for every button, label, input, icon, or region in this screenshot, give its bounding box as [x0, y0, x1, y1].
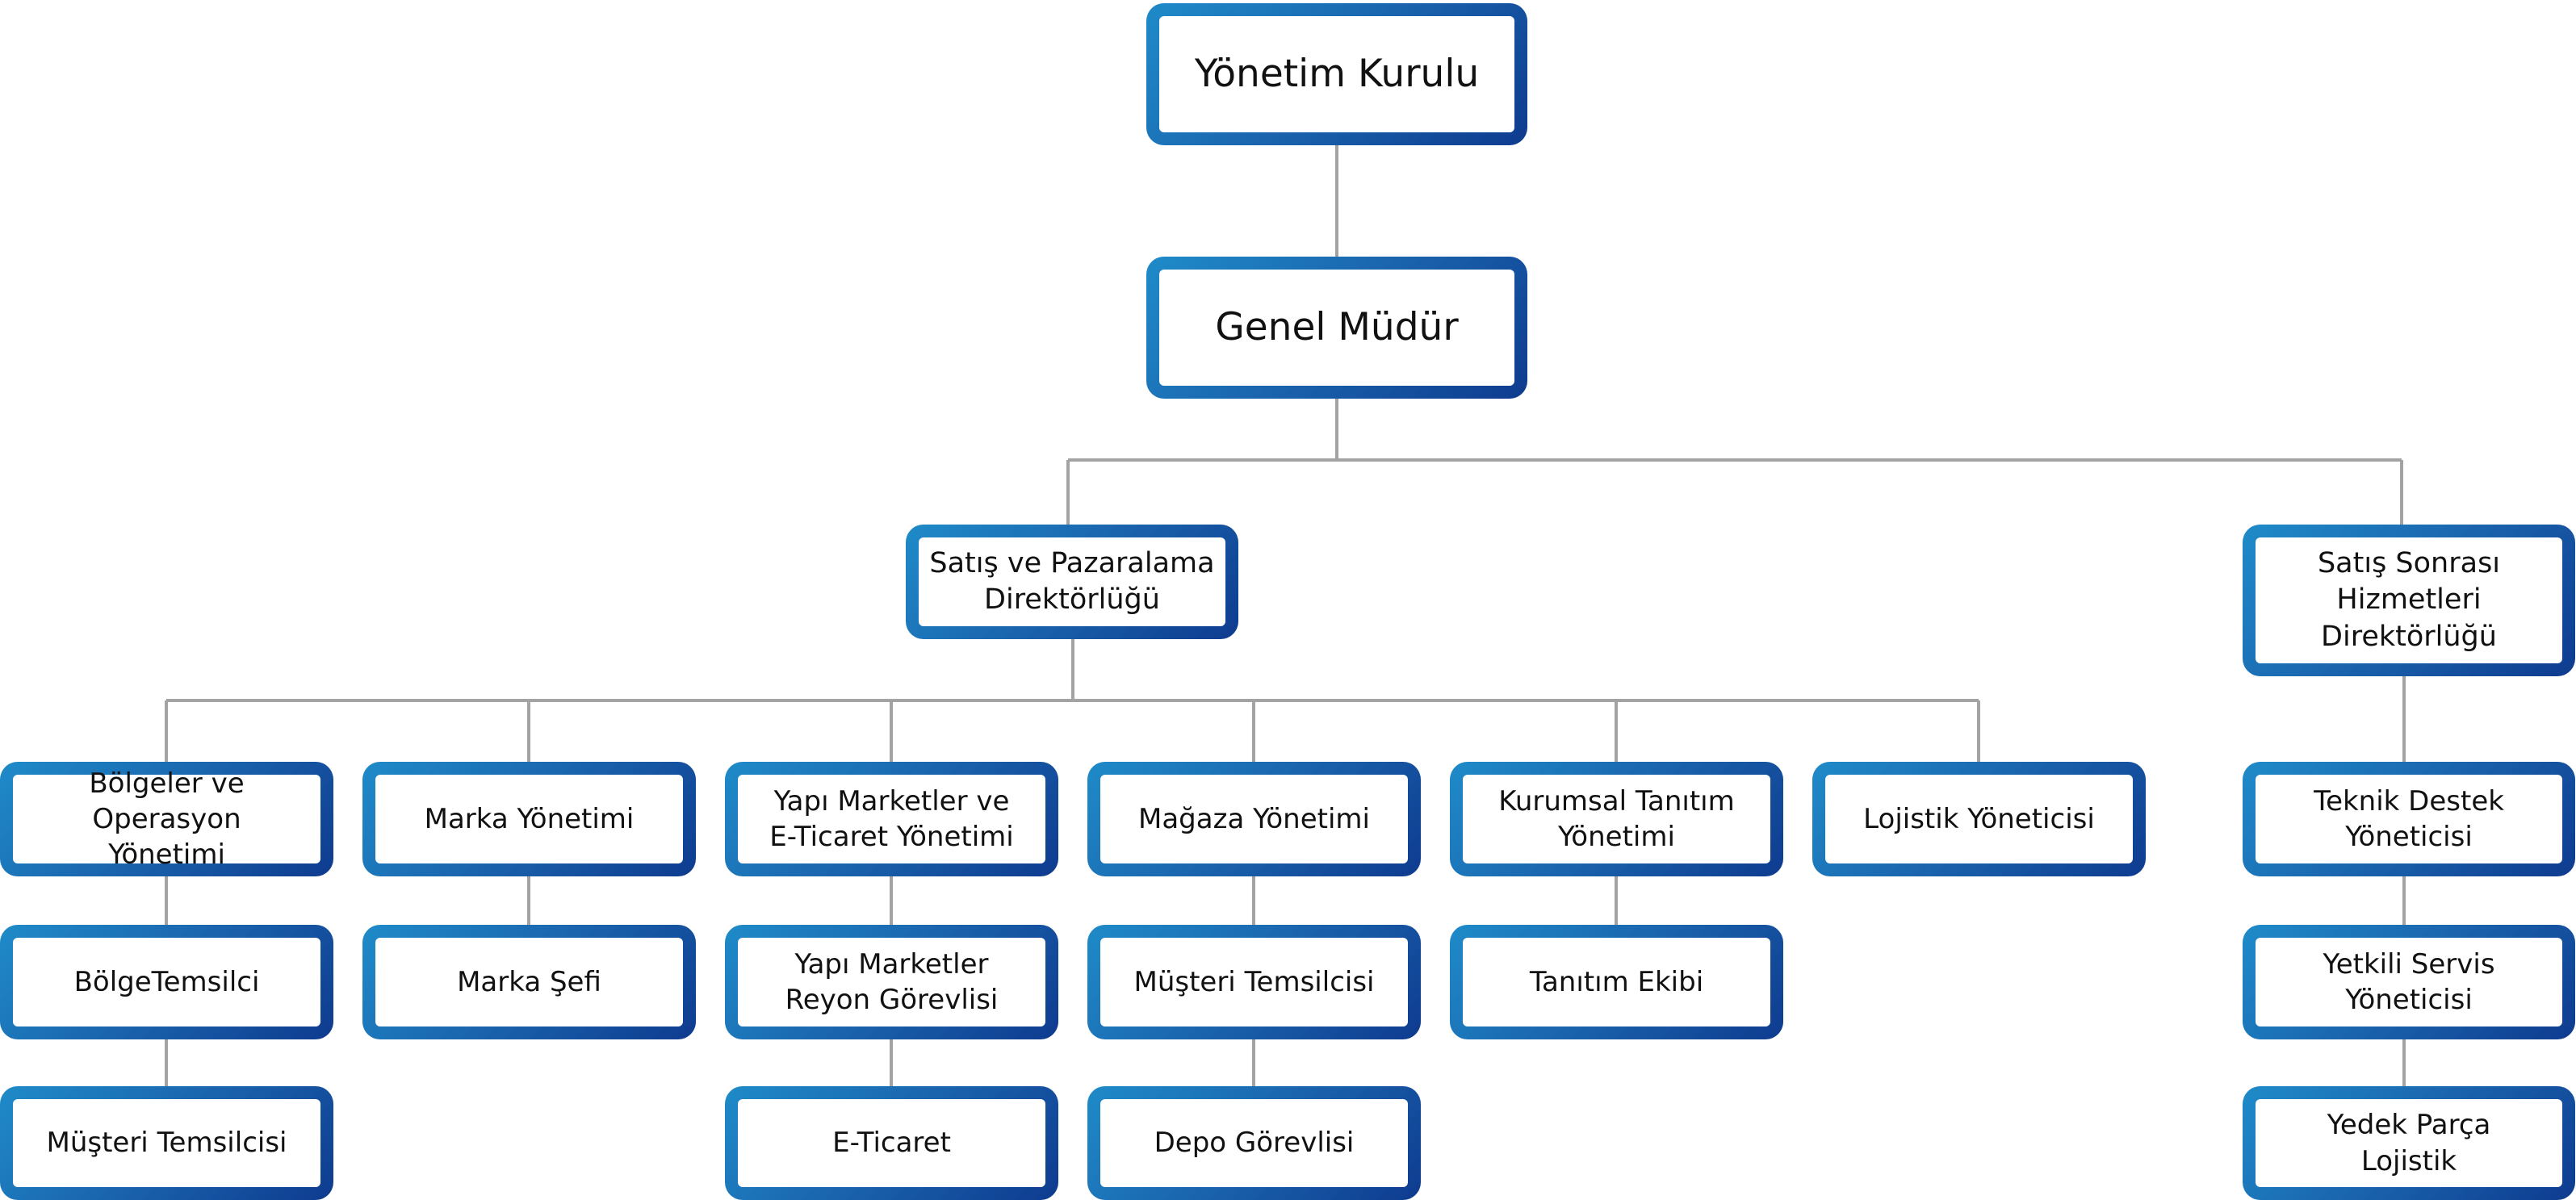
- customer-representative-node: Müşteri Temsilcisi: [0, 1086, 333, 1200]
- node-label: E-Ticaret: [832, 1127, 951, 1160]
- warehouse-staff-node: Depo Görevlisi: [1087, 1086, 1421, 1200]
- sales-marketing-director-node: Satış ve Pazaralama Direktörlüğü: [906, 525, 1238, 639]
- node-label: Lojistik Yöneticisi: [1863, 802, 2095, 835]
- node-label: Teknik Destek Yöneticisi: [2314, 784, 2504, 853]
- ecommerce-node: E-Ticaret: [725, 1086, 1058, 1200]
- board-node: Yönetim Kurulu: [1146, 3, 1527, 145]
- node-label: Yapı Marketler ve E-Ticaret Yönetimi: [769, 784, 1014, 853]
- node-label: Bölgeler ve Operasyon Yönetimi: [89, 767, 245, 872]
- node-label: Depo Görevlisi: [1154, 1127, 1355, 1160]
- node-label: Mağaza Yönetimi: [1138, 802, 1370, 835]
- node-label: BölgeTemsilci: [73, 965, 260, 998]
- hardware-stores-ecommerce-node: Yapı Marketler ve E-Ticaret Yönetimi: [725, 762, 1058, 876]
- regions-operations-node: Bölgeler ve Operasyon Yönetimi: [0, 762, 333, 876]
- node-label: Yedek Parça Lojistik: [2327, 1109, 2491, 1177]
- node-label: Yapı Marketler Reyon Görevlisi: [785, 947, 999, 1016]
- authorized-service-node: Yetkili Servis Yöneticisi: [2243, 925, 2575, 1039]
- node-label: Satış ve Pazaralama Direktörlüğü: [929, 546, 1215, 617]
- technical-support-node: Teknik Destek Yöneticisi: [2243, 762, 2575, 876]
- node-label: Yönetim Kurulu: [1194, 52, 1480, 97]
- corporate-promotion-node: Kurumsal Tanıtım Yönetimi: [1450, 762, 1783, 876]
- store-management-node: Mağaza Yönetimi: [1087, 762, 1421, 876]
- node-label: Yetkili Servis Yöneticisi: [2323, 947, 2495, 1016]
- node-label: Satış Sonrası Hizmetleri Direktörlüğü: [2317, 546, 2501, 653]
- node-label: Marka Şefi: [457, 965, 601, 998]
- node-label: Genel Müdür: [1215, 305, 1459, 350]
- region-representative-node: BölgeTemsilci: [0, 925, 333, 1039]
- spare-parts-logistics-node: Yedek Parça Lojistik: [2243, 1086, 2575, 1200]
- node-label: Marka Yönetimi: [424, 802, 635, 835]
- promotion-team-node: Tanıtım Ekibi: [1450, 925, 1783, 1039]
- node-label: Müşteri Temsilcisi: [46, 1127, 287, 1160]
- hardware-store-aisle-staff-node: Yapı Marketler Reyon Görevlisi: [725, 925, 1058, 1039]
- customer-representative-node: Müşteri Temsilcisi: [1087, 925, 1421, 1039]
- brand-management-node: Marka Yönetimi: [362, 762, 696, 876]
- after-sales-director-node: Satış Sonrası Hizmetleri Direktörlüğü: [2243, 525, 2575, 676]
- node-label: Müşteri Temsilcisi: [1133, 965, 1375, 998]
- logistics-manager-node: Lojistik Yöneticisi: [1812, 762, 2146, 876]
- node-label: Tanıtım Ekibi: [1529, 965, 1704, 998]
- general-manager-node: Genel Müdür: [1146, 257, 1527, 399]
- node-label: Kurumsal Tanıtım Yönetimi: [1498, 784, 1735, 853]
- brand-chief-node: Marka Şefi: [362, 925, 696, 1039]
